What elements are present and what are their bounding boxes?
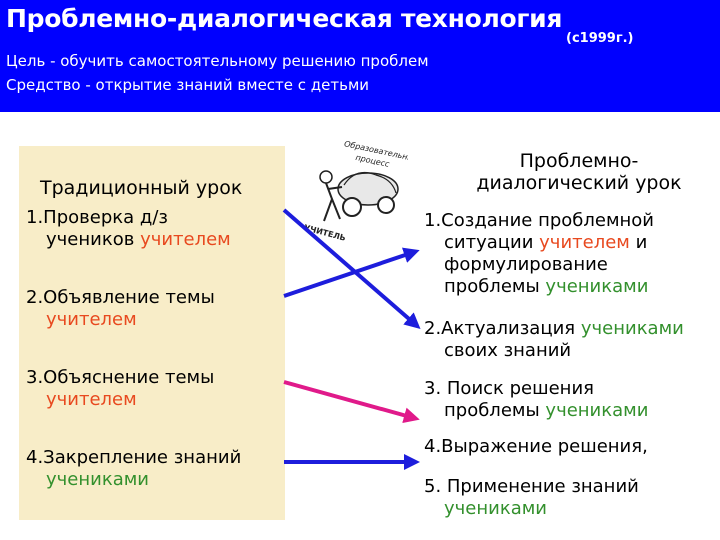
cart-wheel-icon — [342, 197, 362, 217]
word-problem: проблемы — [444, 276, 540, 297]
word-students: учеников — [46, 229, 135, 250]
left-item-3: 3.Объяснение темы учителем — [26, 367, 214, 411]
right-item-2-line-2: своих знаний — [444, 340, 572, 361]
word-students: учениками — [545, 400, 649, 421]
right-item-5-line-2: учениками — [444, 498, 548, 519]
teacher-pushing-cart-illustration: Образовательный процесс УЧИТЕЛЬ — [303, 139, 408, 241]
word-students: учениками — [580, 318, 684, 339]
right-item-1-line-3: формулирование — [444, 254, 608, 275]
right-item-1: 1.Создание проблемной ситуации учителем … — [424, 210, 654, 298]
right-item-5-line-1: 5. Применение знаний — [424, 476, 639, 497]
word-problem: проблемы — [444, 400, 540, 421]
word-situation: ситуации — [444, 232, 534, 253]
header-banner: Проблемно-диалогическая технология (с199… — [0, 0, 720, 112]
left-item-3-line-2: учителем — [46, 389, 137, 410]
left-item-1-line-2: учеников учителем — [26, 229, 231, 251]
right-item-1-line-4: проблемы учениками — [424, 276, 654, 298]
left-item-3-line-1: 3.Объяснение темы — [26, 367, 215, 388]
right-item-3: 3. Поиск решения проблемы учениками — [424, 378, 648, 422]
right-item-1-line-1: 1.Создание проблемной — [424, 210, 655, 231]
right-item-5: 5. Применение знаний учениками — [424, 476, 639, 520]
arrow-explanation-to-solution-search — [283, 380, 420, 424]
word-students: учениками — [545, 276, 649, 297]
arrow-check-homework-to-actualization — [282, 208, 421, 329]
traditional-lesson-panel — [19, 146, 285, 520]
goal-line: Цель - обучить самостоятельному решению … — [6, 52, 429, 70]
left-item-4-line-1: 4.Закрепление знаний — [26, 447, 242, 468]
right-item-2: 2.Актуализация учениками своих знаний — [424, 318, 684, 362]
page-title: Проблемно-диалогическая технология — [6, 4, 563, 33]
left-item-1: 1.Проверка д/з учеников учителем — [26, 207, 231, 251]
left-item-1-line-1: 1.Проверка д/з — [26, 207, 168, 228]
left-item-4: 4.Закрепление знаний учениками — [26, 447, 241, 491]
word-and: и — [635, 232, 648, 253]
right-item-4: 4.Выражение решения, — [424, 436, 648, 457]
word-actualization: 2.Актуализация — [424, 318, 576, 339]
heading-line-1: Проблемно- — [519, 150, 639, 172]
problem-dialog-lesson-heading: Проблемно- диалогический урок — [474, 150, 684, 194]
word-teacher: учителем — [539, 232, 630, 253]
arrow-topic-announce-to-problem-situation — [283, 247, 420, 298]
left-item-2: 2.Объявление темы учителем — [26, 287, 215, 331]
traditional-lesson-heading: Традиционный урок — [40, 177, 243, 199]
right-item-3-line-1: 3. Поиск решения — [424, 378, 594, 399]
cart-wheel-icon — [377, 196, 395, 214]
means-line: Средство - открытие знаний вместе с деть… — [6, 76, 370, 94]
right-item-2-line-1: 2.Актуализация учениками — [424, 318, 684, 340]
heading-line-2: диалогический урок — [476, 172, 682, 194]
left-item-4-line-2: учениками — [46, 469, 150, 490]
left-item-2-line-1: 2.Объявление темы — [26, 287, 215, 308]
year-note: (с1999г.) — [566, 31, 634, 46]
right-item-1-line-2: ситуации учителем и — [424, 232, 654, 254]
right-item-3-line-2: проблемы учениками — [424, 400, 648, 422]
word-teacher: учителем — [140, 229, 231, 250]
left-item-2-line-2: учителем — [46, 309, 137, 330]
